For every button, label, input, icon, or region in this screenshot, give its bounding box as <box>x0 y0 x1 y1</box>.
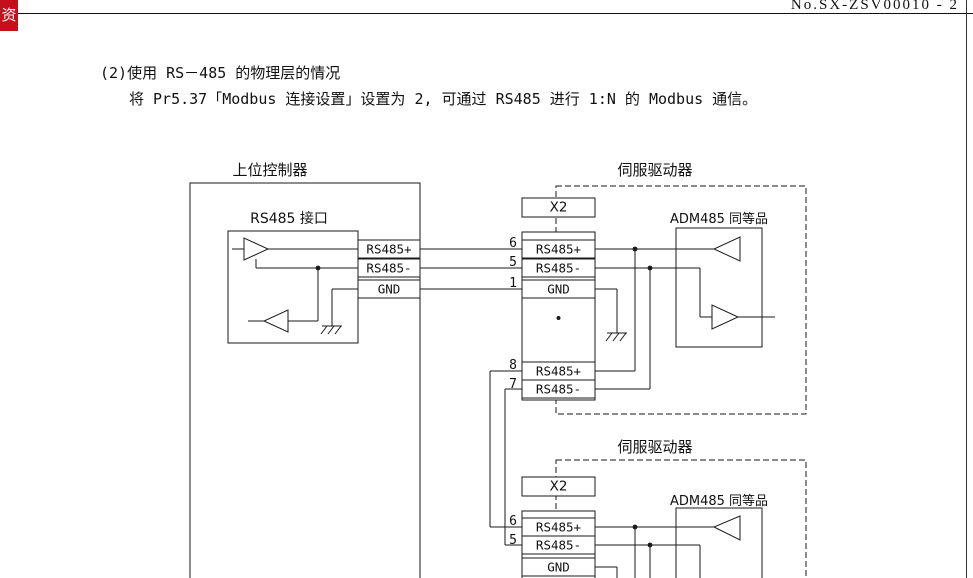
driver1-receiver-gate-icon <box>712 236 741 262</box>
daisy-chain-wires <box>489 370 522 546</box>
driver1-pin8-label: RS485+ <box>536 364 581 379</box>
driver1-pin6-number: 6 <box>509 236 517 251</box>
host-title: 上位控制器 <box>232 161 307 179</box>
bus-wires-host-to-driver1 <box>420 248 522 290</box>
driver1-x2-box <box>521 197 596 218</box>
driver1-pin7-label: RS485- <box>536 382 581 397</box>
driver1-pin1-label: GND <box>547 282 570 297</box>
heading-modbus-setting: 将 Pr5.37「Modbus 连接设置」设置为 2, 可通过 RS485 进行… <box>129 90 758 108</box>
host-signal-rs485m: RS485- <box>366 261 411 276</box>
driver2-x2-box <box>521 476 596 497</box>
driver2-gnd-label: GND <box>547 560 570 575</box>
driver1-pin5-label: RS485- <box>536 261 581 276</box>
section-tab-label: 资 <box>1 6 17 24</box>
driver1-pin1-number: 1 <box>509 276 517 291</box>
connector-continuation-dot <box>556 316 561 320</box>
header-rule <box>0 13 973 14</box>
driver1-chip-label: ADM485 同等品 <box>670 211 768 227</box>
host-internal-wires <box>232 248 358 326</box>
driver1-pin6-label: RS485+ <box>536 242 581 257</box>
driver1-pin5-number: 5 <box>509 255 517 270</box>
driver2-pin5-label: RS485- <box>536 538 581 553</box>
heading-physical-layer: (2)使用 RS－485 的物理层的情况 <box>100 64 341 82</box>
driver2-pin6-label: RS485+ <box>536 520 581 535</box>
host-signal-gnd: GND <box>378 282 401 297</box>
junction-dot <box>632 246 638 252</box>
doc-number: No.SX-ZSV00010 - 2 <box>790 0 959 13</box>
junction-dot <box>632 524 638 530</box>
driver1-title: 伺服驱动器 <box>617 161 692 179</box>
driver2-chip-label: ADM485 同等品 <box>670 493 768 509</box>
page-right-border <box>966 0 967 578</box>
host-receiver-gate-icon <box>262 309 289 333</box>
section-tab: 资 <box>0 0 18 31</box>
driver1-driver-gate-icon <box>711 304 740 330</box>
host-signal-rs485p: RS485+ <box>366 242 411 257</box>
driver1-pin7-number: 7 <box>509 377 517 392</box>
driver1-adm485-box <box>675 227 763 348</box>
driver1-ground-symbol <box>605 332 627 342</box>
driver2-adm485-box <box>675 507 763 578</box>
driver2-receiver-gate-icon <box>712 515 741 541</box>
driver1-x2-label: X2 <box>550 200 568 216</box>
driver2-title: 伺服驱动器 <box>617 438 692 456</box>
junction-dot <box>647 265 653 271</box>
host-controller-box <box>189 182 421 578</box>
host-ground-symbol <box>320 325 342 335</box>
driver1-internal-wires <box>595 248 775 390</box>
driver2-internal-wires <box>595 526 714 578</box>
driver1-pin8-number: 8 <box>509 358 517 373</box>
junction-dot <box>647 542 653 548</box>
driver2-x2-label: X2 <box>550 479 568 495</box>
driver2-pin6-number: 6 <box>509 514 517 529</box>
host-driver-gate-icon <box>243 237 270 261</box>
driver2-pin5-number: 5 <box>509 533 517 548</box>
junction-dot <box>315 265 321 271</box>
rs485-interface-label: RS485 接口 <box>250 210 328 227</box>
